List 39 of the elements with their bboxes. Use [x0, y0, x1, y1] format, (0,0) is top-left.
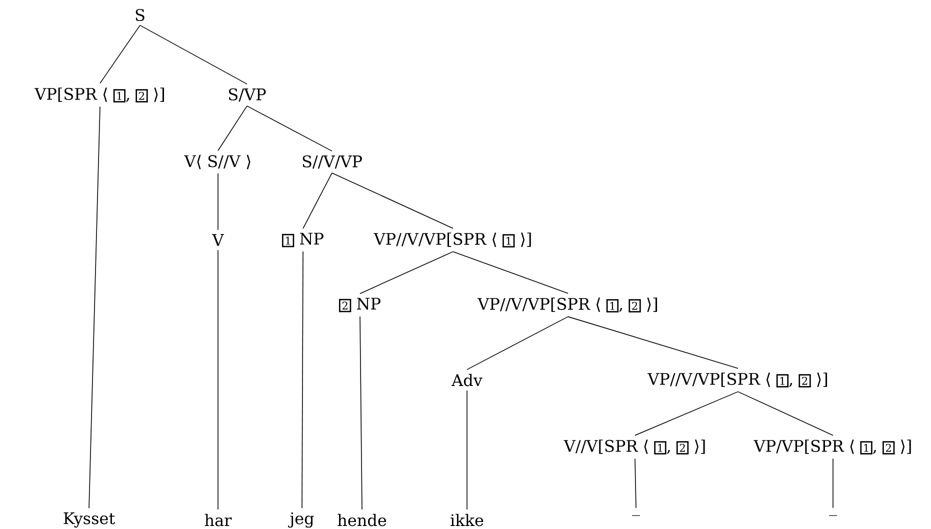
branch-line: [452, 251, 568, 294]
leaf-word: ikke: [450, 514, 484, 526]
leaf-word: _: [829, 515, 838, 516]
branch-line: [360, 316, 362, 510]
leaf-word: hende: [338, 514, 386, 526]
branch-line: [466, 390, 468, 510]
branch-line: [634, 458, 636, 508]
tree-label: VP//V/VP[SPR ⟨ 1 ⟩]: [374, 232, 531, 248]
tree-label: S/VP: [229, 88, 266, 102]
tree-label: 1 NP: [282, 232, 324, 248]
leaf-word: har: [204, 514, 232, 526]
leaf-word: jeg: [288, 512, 314, 528]
branch-line: [634, 391, 738, 436]
branch-line: [568, 316, 738, 369]
branch-line: [738, 391, 834, 436]
branch-line: [332, 172, 454, 229]
branch-line: [360, 251, 454, 294]
tree-label: Adv: [452, 374, 482, 386]
branch-line: [140, 24, 248, 84]
branch-line: [466, 316, 568, 370]
tree-label: VP/VP[SPR ⟨ 1 , 2 ⟩]: [754, 440, 911, 454]
tree-label: VP//V/VP[SPR ⟨ 1 , 2 ⟩]: [477, 298, 658, 312]
branch-line: [302, 251, 304, 508]
branch-line: [246, 106, 332, 152]
leaf-word: _: [632, 515, 640, 516]
branch-line: [88, 106, 100, 509]
tree-label: V⟨ S//V ⟩: [184, 154, 250, 170]
tree-label: S//V/VP: [302, 155, 362, 169]
tree-label: 2 NP: [339, 298, 380, 312]
tree-label: V//V[SPR ⟨ 1 , 2 ⟩]: [564, 440, 705, 454]
tree-label: VP//V/VP[SPR ⟨ 1 , 2 ⟩]: [647, 372, 828, 388]
branch-line: [100, 24, 140, 84]
leaf-word: Kysset: [64, 512, 116, 528]
tree-label: S: [136, 8, 144, 22]
branch-line: [832, 458, 834, 508]
tree-label: VP[SPR ⟨ 1 , 2 ⟩]: [34, 88, 164, 102]
branch-line: [302, 172, 332, 229]
branch-line: [218, 106, 248, 152]
tree-label: V: [212, 234, 224, 246]
